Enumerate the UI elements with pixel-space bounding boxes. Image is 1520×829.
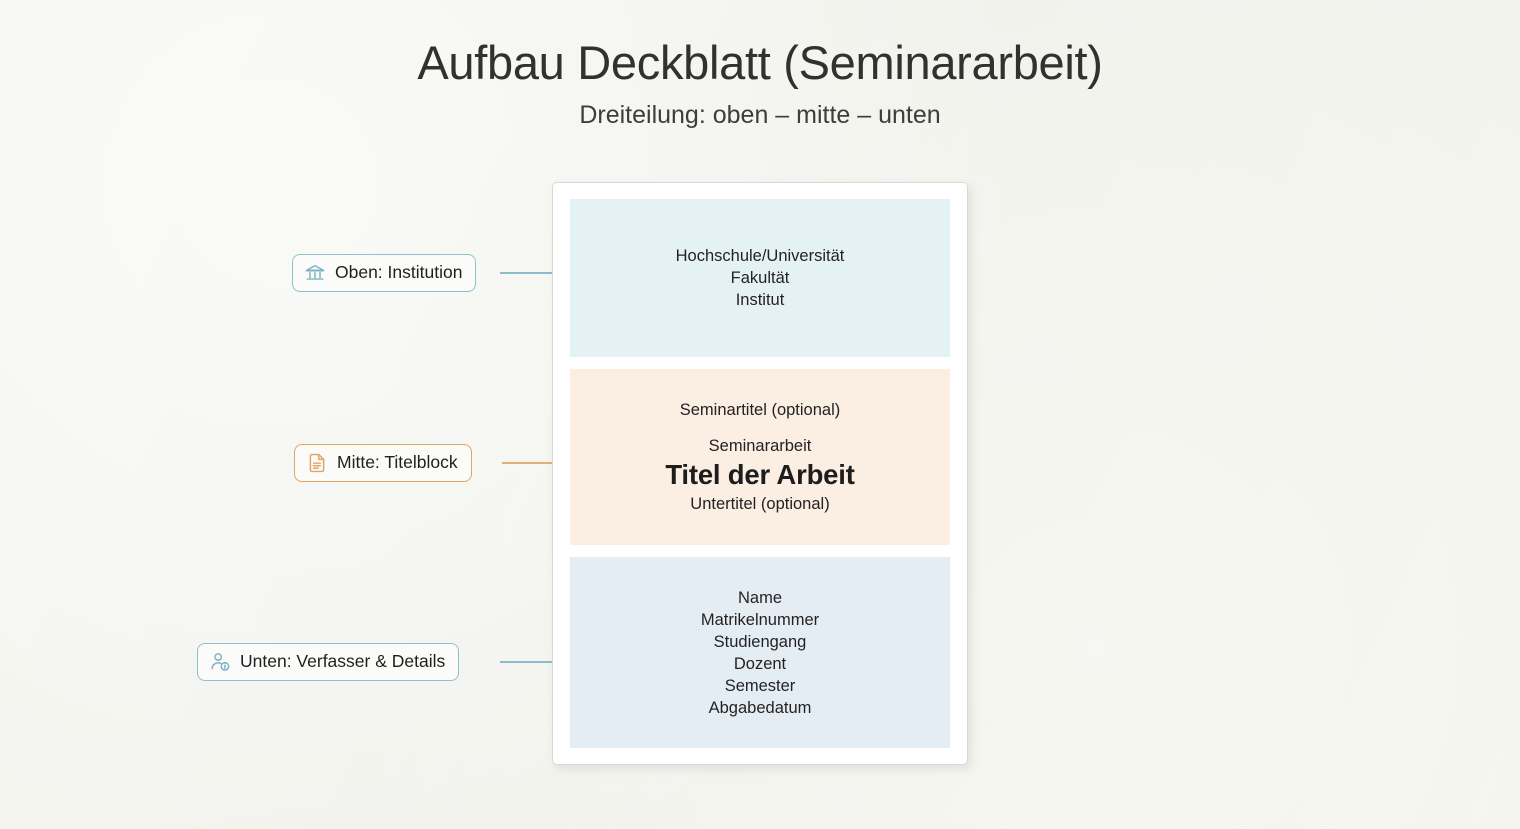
callout-mitte-titelblock[interactable]: Mitte: Titelblock	[294, 444, 472, 482]
document-line: Fakultät	[730, 268, 790, 287]
user-info-icon	[211, 653, 230, 671]
document-line: Matrikelnummer	[700, 610, 820, 629]
callout-label: Mitte: Titelblock	[337, 452, 458, 473]
document-section-title-block: Seminartitel (optional) Seminararbeit Ti…	[570, 368, 950, 546]
document-text-icon	[309, 453, 325, 473]
institution-bank-icon	[305, 264, 325, 280]
page-title: Aufbau Deckblatt (Seminararbeit)	[417, 36, 1103, 89]
document-line: Studiengang	[713, 632, 807, 651]
document-line: Semester	[724, 676, 796, 695]
page-header: Aufbau Deckblatt (Seminararbeit) Dreitei…	[0, 36, 1520, 129]
page-subtitle: Dreiteilung: oben – mitte – unten	[579, 100, 941, 129]
document-line: Seminararbeit	[708, 437, 812, 456]
document-line: Untertitel (optional)	[690, 495, 830, 514]
callout-label: Unten: Verfasser & Details	[240, 651, 446, 672]
document-section-author-details: Name Matrikelnummer Studiengang Dozent S…	[570, 557, 950, 748]
callout-oben-institution[interactable]: Oben: Institution	[292, 254, 477, 292]
document-line-title: Titel der Arbeit	[665, 459, 855, 491]
document-section-institution: Hochschule/Universität Fakultät Institut	[570, 199, 950, 357]
deckblatt-preview-card: Hochschule/Universität Fakultät Institut…	[552, 182, 968, 765]
document-line: Seminartitel (optional)	[679, 401, 841, 420]
document-line: Institut	[735, 290, 785, 309]
document-line: Abgabedatum	[708, 698, 812, 717]
document-line: Dozent	[733, 654, 787, 673]
callout-unten-verfasser[interactable]: Unten: Verfasser & Details	[197, 643, 460, 681]
document-line: Name	[737, 588, 782, 607]
callout-label: Oben: Institution	[335, 262, 463, 283]
document-line: Hochschule/Universität	[675, 246, 845, 265]
